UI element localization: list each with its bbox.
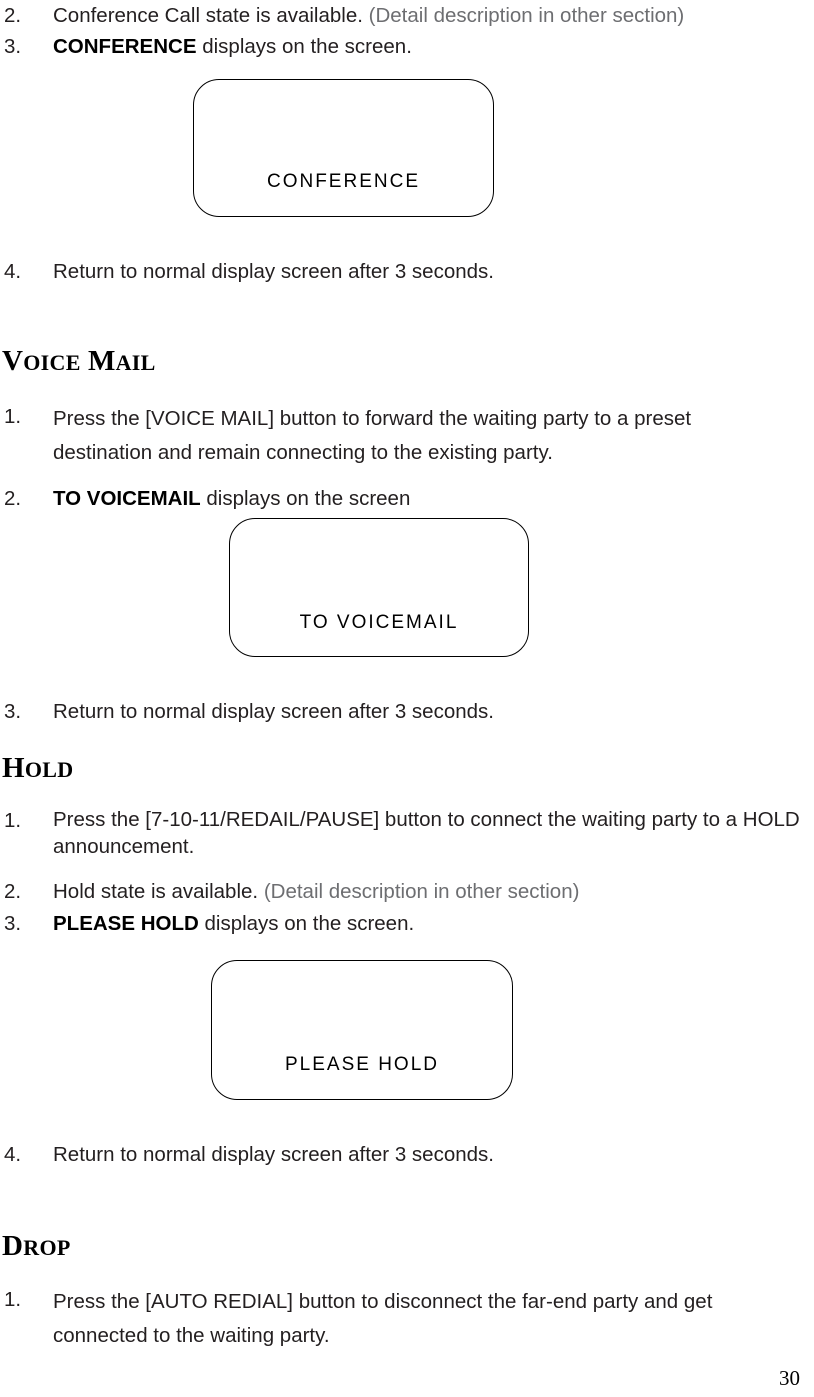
list-item-text: CONFERENCE displays on the screen. — [53, 32, 814, 61]
heading-smallcaps: OLD — [24, 757, 74, 782]
list-item-text: Return to normal display screen after 3 … — [53, 1143, 494, 1166]
heading-smallcaps: ROP — [23, 1235, 71, 1260]
list-item-number: 1. — [4, 1288, 22, 1311]
lcd-screen-voicemail: TO VOICEMAIL — [229, 518, 529, 657]
lcd-screen-text: TO VOICEMAIL — [299, 612, 459, 633]
list-item-number: 3. — [4, 912, 22, 935]
list-item-text: Press the [VOICE MAIL] button to forward… — [53, 407, 692, 464]
item-text-muted: (Detail description in other section) — [368, 4, 685, 27]
lcd-screen-text: CONFERENCE — [266, 171, 420, 192]
list-item-text: Press the [7-10-11/REDAIL/PAUSE] button … — [53, 808, 800, 858]
section-heading-voice-mail: VOICE MAIL — [2, 345, 156, 378]
list-item-number: 3. — [4, 35, 22, 58]
list-item: 4. Return to normal display screen after… — [0, 257, 814, 286]
list-item-number: 1. — [4, 405, 22, 428]
list-item-text: Return to normal display screen after 3 … — [53, 700, 494, 723]
list-item-number: 1. — [4, 809, 22, 832]
list-item-number: 2. — [4, 487, 22, 510]
list-item: 1. Press the [AUTO REDIAL] button to dis… — [0, 1285, 814, 1353]
list-item-number: 4. — [4, 1143, 22, 1166]
list-item-text: Return to normal display screen after 3 … — [53, 260, 494, 283]
list-item: 4. Return to normal display screen after… — [0, 1140, 814, 1169]
list-item: 3. PLEASE HOLD displays on the screen. — [0, 909, 814, 938]
list-item-number: 3. — [4, 700, 22, 723]
list-item: 2. Hold state is available. (Detail desc… — [0, 877, 814, 906]
heading-cap: H — [2, 752, 25, 784]
list-item-text: TO VOICEMAIL displays on the screen — [53, 484, 814, 513]
list-item-text: Press the [AUTO REDIAL] button to discon… — [53, 1290, 713, 1347]
heading-smallcaps: AIL — [115, 350, 156, 375]
lcd-screen-text: PLEASE HOLD — [285, 1054, 439, 1075]
list-item: 3. CONFERENCE displays on the screen. — [0, 32, 814, 61]
heading-cap: V — [2, 345, 24, 377]
list-item-text: Conference Call state is available. (Det… — [53, 1, 814, 30]
list-item-text: Hold state is available. (Detail descrip… — [53, 877, 814, 906]
list-item: 1. Press the [VOICE MAIL] button to forw… — [0, 402, 814, 470]
list-item-number: 2. — [4, 4, 22, 27]
heading-cap: D — [2, 1230, 24, 1262]
list-item: 2. TO VOICEMAIL displays on the screen — [0, 484, 814, 513]
item-text-muted: (Detail description in other section) — [263, 880, 580, 903]
item-text-bold: PLEASE HOLD — [53, 912, 199, 935]
item-text-plain: displays on the screen — [200, 487, 411, 510]
list-item: 1. Press the [7-10-11/REDAIL/PAUSE] butt… — [0, 806, 814, 860]
heading-smallcaps: OICE — [23, 350, 81, 375]
item-text-bold: TO VOICEMAIL — [53, 487, 201, 510]
list-item: 3. Return to normal display screen after… — [0, 697, 814, 726]
item-text-plain: Conference Call state is available. — [53, 4, 369, 27]
item-text-plain: displays on the screen. — [198, 912, 415, 935]
list-item-number: 2. — [4, 880, 22, 903]
lcd-screen-hold: PLEASE HOLD — [211, 960, 513, 1100]
section-heading-hold: HOLD — [2, 752, 73, 785]
heading-cap: M — [87, 345, 116, 377]
item-text-bold: CONFERENCE — [53, 35, 197, 58]
list-item-text: PLEASE HOLD displays on the screen. — [53, 909, 814, 938]
item-text-plain: Hold state is available. — [53, 880, 264, 903]
lcd-screen-conference: CONFERENCE — [193, 79, 494, 217]
item-text-plain: displays on the screen. — [196, 35, 412, 58]
list-item: 2. Conference Call state is available. (… — [0, 1, 814, 30]
list-item-number: 4. — [4, 260, 22, 283]
section-heading-drop: DROP — [2, 1230, 71, 1263]
page-number: 30 — [779, 1366, 800, 1390]
